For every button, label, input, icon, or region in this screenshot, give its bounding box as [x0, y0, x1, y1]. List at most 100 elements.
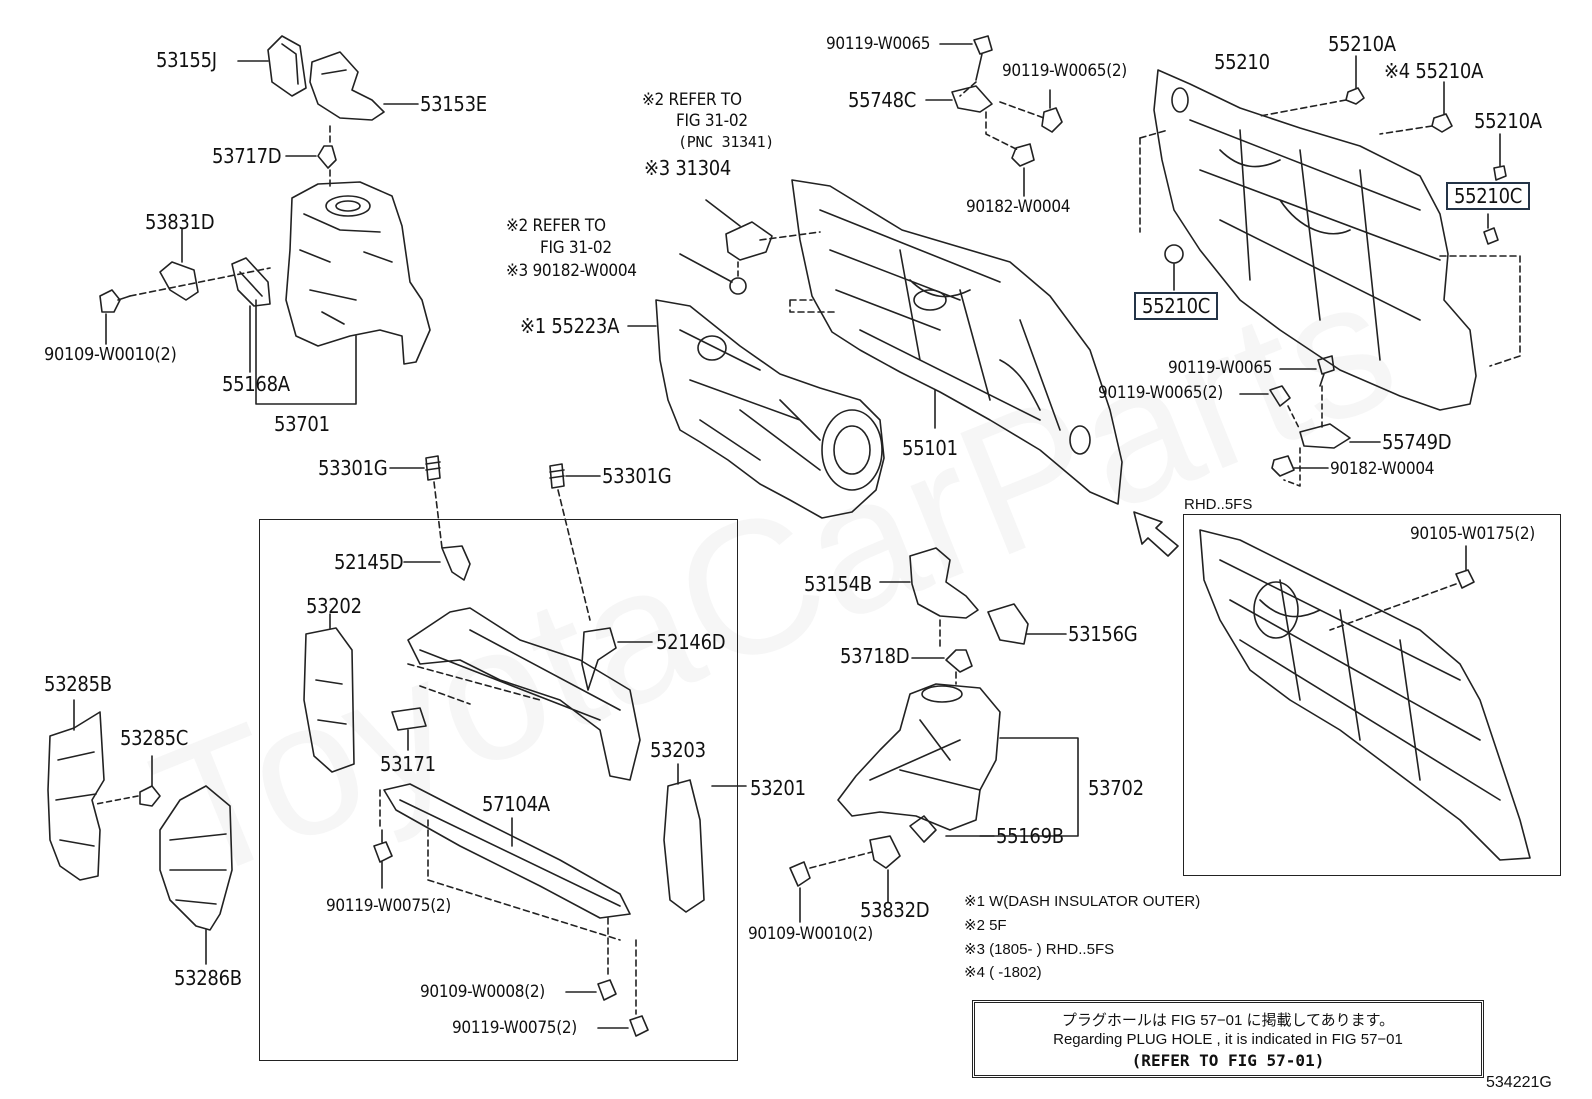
part-55749D	[1299, 423, 1351, 449]
note-1: ※1 W(DASH INSULATOR OUTER)	[964, 893, 1201, 910]
nut-90182-W0004-right	[1271, 455, 1295, 477]
reference-jp: プラグホールは FIG 57−01 に掲載してあります。	[1061, 1012, 1395, 1029]
label-52145D[interactable]: 52145D	[334, 550, 404, 574]
part-55169B	[909, 815, 937, 843]
label-53154B[interactable]: 53154B	[804, 572, 872, 596]
label-31304[interactable]: ※3 31304	[644, 156, 732, 180]
label-55210A-3[interactable]: 55210A	[1474, 109, 1542, 133]
label-55168A[interactable]: 55168A	[222, 372, 290, 396]
bolt-90109-W0010-bottom	[789, 861, 811, 887]
clip-55210A-1	[1345, 87, 1365, 105]
label-90182-W0004-right[interactable]: 90182-W0004	[1330, 459, 1435, 479]
label-53285B[interactable]: 53285B	[44, 672, 112, 696]
label-53171[interactable]: 53171	[380, 752, 436, 776]
label-53202[interactable]: 53202	[306, 594, 362, 618]
label-90119-W0065-right[interactable]: 90119-W0065	[1168, 358, 1273, 378]
bolt-90105-W0175	[1455, 569, 1475, 589]
part-53203	[663, 779, 705, 913]
part-53301G-left	[425, 455, 441, 481]
bolt-90119-W0065-top	[973, 35, 993, 81]
note-4: ※4 ( -1802)	[964, 964, 1042, 981]
label-55748C[interactable]: 55748C	[848, 88, 916, 112]
part-upper-member	[407, 607, 641, 781]
label-55101[interactable]: 55101	[902, 436, 958, 460]
ref-fig-31-02-a-line1: ※2 REFER TO	[642, 90, 742, 110]
part-55168A	[231, 257, 271, 307]
part-53301G-right	[549, 463, 565, 489]
part-53286B	[159, 785, 233, 931]
label-90119-W0075-a[interactable]: 90119-W0075(2)	[326, 896, 451, 916]
label-90105-W0175[interactable]: 90105-W0175(2)	[1410, 524, 1535, 544]
label-90119-W0065-top[interactable]: 90119-W0065	[826, 34, 931, 54]
label-53301G-right[interactable]: 53301G	[602, 464, 672, 488]
bolt-90119-W0065-right	[1317, 355, 1335, 387]
label-53153E[interactable]: 53153E	[420, 92, 487, 116]
part-53171	[391, 707, 427, 731]
label-53301G-left[interactable]: 53301G	[318, 456, 388, 480]
label-90119-W0065-2-right[interactable]: 90119-W0065(2)	[1098, 383, 1223, 403]
label-53717D[interactable]: 53717D	[212, 144, 282, 168]
bolt-90109-W0010-left	[99, 289, 131, 313]
label-90109-W0010-bottom[interactable]: 90109-W0010(2)	[748, 924, 873, 944]
label-53831D[interactable]: 53831D	[145, 210, 215, 234]
part-53702	[837, 683, 1001, 831]
ref-fig-31-02-a-line2: FIG 31-02	[676, 111, 748, 131]
label-52146D[interactable]: 52146D	[656, 630, 726, 654]
part-52146D	[581, 627, 617, 691]
rhd-inset-box	[1183, 514, 1561, 876]
part-53156G	[987, 603, 1029, 645]
part-53718D	[945, 649, 973, 673]
part-31304	[725, 221, 773, 261]
part-55748C	[951, 85, 993, 113]
reference-en: Regarding PLUG HOLE , it is indicated in…	[1053, 1031, 1403, 1048]
label-53701[interactable]: 53701	[274, 412, 330, 436]
label-55169B[interactable]: 55169B	[996, 824, 1064, 848]
label-55223A[interactable]: ※1 55223A	[520, 314, 620, 338]
label-90119-W0065-2-top[interactable]: 90119-W0065(2)	[1002, 61, 1127, 81]
nut-90182-W0004-top	[1011, 143, 1035, 167]
label-90182-W0004-top[interactable]: 90182-W0004	[966, 197, 1071, 217]
label-53203[interactable]: 53203	[650, 738, 706, 762]
part-53155J	[267, 35, 307, 97]
ref-fig-31-02-b-line1: ※2 REFER TO	[506, 216, 606, 236]
ref-fig-31-02-a-line3: (PNC 31341)	[678, 133, 775, 151]
label-53156G[interactable]: 53156G	[1068, 622, 1138, 646]
bolt-90119-W0065-2-top	[1041, 107, 1063, 133]
label-53832D[interactable]: 53832D	[860, 898, 930, 922]
bolt-90119-W0075-a	[373, 829, 393, 863]
label-55210[interactable]: 55210	[1214, 50, 1270, 74]
label-57104A[interactable]: 57104A	[482, 792, 550, 816]
label-90119-W0075-b[interactable]: 90119-W0075(2)	[452, 1018, 577, 1038]
rhd-inset-title: RHD..5FS	[1184, 496, 1253, 513]
label-53286B[interactable]: 53286B	[174, 966, 242, 990]
label-53718D[interactable]: 53718D	[840, 644, 910, 668]
label-55210C-left[interactable]: 55210C	[1134, 292, 1218, 320]
note-3: ※3 (1805- ) RHD..5FS	[964, 941, 1115, 958]
label-55749D[interactable]: 55749D	[1382, 430, 1452, 454]
label-55210C-right[interactable]: 55210C	[1446, 182, 1530, 210]
label-90109-W0010-left[interactable]: 90109-W0010(2)	[44, 344, 177, 365]
clip-55210A-3	[1493, 165, 1507, 181]
figure-code: 534221G	[1486, 1074, 1552, 1091]
note-2: ※2 5F	[964, 917, 1007, 934]
part-53701	[285, 181, 431, 365]
part-53285B	[47, 711, 105, 881]
label-53155J[interactable]: 53155J	[156, 48, 217, 72]
clip-55210A-2	[1431, 113, 1453, 133]
clip-55210C-right	[1483, 227, 1499, 245]
label-90109-W0008[interactable]: 90109-W0008(2)	[420, 982, 545, 1002]
part-53831D	[159, 261, 199, 301]
front-frame-group-box	[259, 519, 738, 1061]
part-55101	[791, 179, 1123, 505]
rhd-dash-panel	[1199, 529, 1531, 861]
label-53285C[interactable]: 53285C	[120, 726, 188, 750]
label-55210A-1[interactable]: 55210A	[1328, 32, 1396, 56]
label-53201[interactable]: 53201	[750, 776, 806, 800]
bolt-90109-W0008	[597, 979, 617, 1001]
label-55210A-2[interactable]: ※4 55210A	[1384, 59, 1484, 83]
label-53702[interactable]: 53702	[1088, 776, 1144, 800]
label-90182-W0004-mid[interactable]: ※3 90182-W0004	[506, 261, 637, 281]
part-55210	[1153, 69, 1477, 411]
reference-refer[interactable]: (REFER TO FIG 57-01)	[1131, 1051, 1325, 1070]
